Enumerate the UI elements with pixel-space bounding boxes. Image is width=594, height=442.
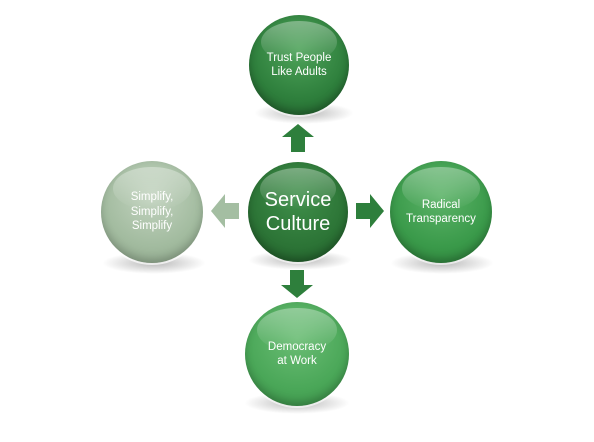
right-node-shadow — [390, 252, 494, 274]
node-trust-people-like-adults: Trust People Like Adults — [249, 15, 349, 115]
node-label: Radical Transparency — [406, 198, 476, 225]
node-label: Simplify, Simplify, Simplify — [130, 191, 174, 233]
arrow-left-icon — [211, 194, 239, 228]
arrow-right-icon — [356, 194, 384, 228]
arrow-down-icon — [281, 270, 313, 298]
node-radical-transparency: Radical Transparency — [390, 161, 492, 263]
node-democracy-at-work: Democracy at Work — [245, 302, 349, 406]
node-label: Democracy at Work — [267, 340, 327, 367]
node-simplify: Simplify, Simplify, Simplify — [101, 161, 203, 263]
arrow-up-icon — [282, 124, 314, 152]
node-label: Trust People Like Adults — [266, 51, 332, 78]
node-service-culture: Service Culture — [248, 162, 348, 262]
node-label: Service Culture — [264, 189, 332, 235]
